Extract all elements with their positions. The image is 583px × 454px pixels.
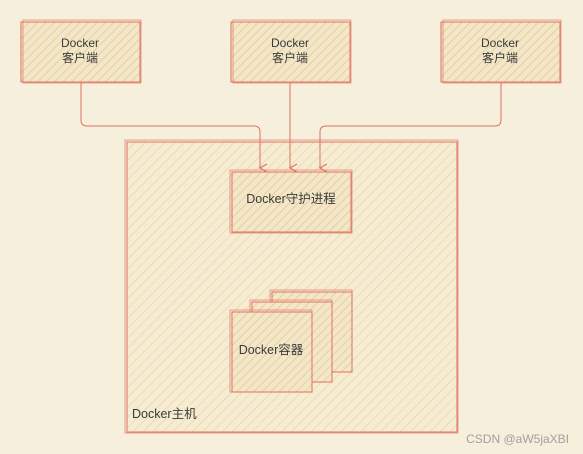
- connector-client-1: [80, 83, 268, 173]
- host-label: Docker主机: [132, 407, 197, 421]
- client-label-1: Docker 客户端: [20, 36, 140, 66]
- docker-client-box-1: [20, 19, 142, 84]
- daemon-label: Docker守护进程: [246, 192, 336, 206]
- connector-client-3: [318, 83, 502, 173]
- client-to-daemon-connectors: [80, 83, 502, 173]
- client-label-3: Docker 客户端: [440, 36, 560, 66]
- client-label-2-line2: 客户端: [271, 51, 308, 65]
- container-label: Docker容器: [238, 343, 304, 357]
- client-label-3-line2: 客户端: [481, 51, 518, 65]
- client-label-3-line1: Docker: [480, 36, 519, 50]
- docker-client-box-3: [440, 19, 562, 84]
- client-label-2: Docker 客户端: [230, 36, 350, 66]
- docker-client-box-2: [230, 19, 352, 84]
- watermark: CSDN @aW5jaXBI: [466, 432, 569, 446]
- docker-container-stack: [229, 289, 353, 393]
- client-label-1-line1: Docker: [60, 36, 99, 50]
- docker-daemon-box: [229, 169, 353, 234]
- client-label-2-line1: Docker: [270, 36, 309, 50]
- client-label-1-line2: 客户端: [61, 51, 98, 65]
